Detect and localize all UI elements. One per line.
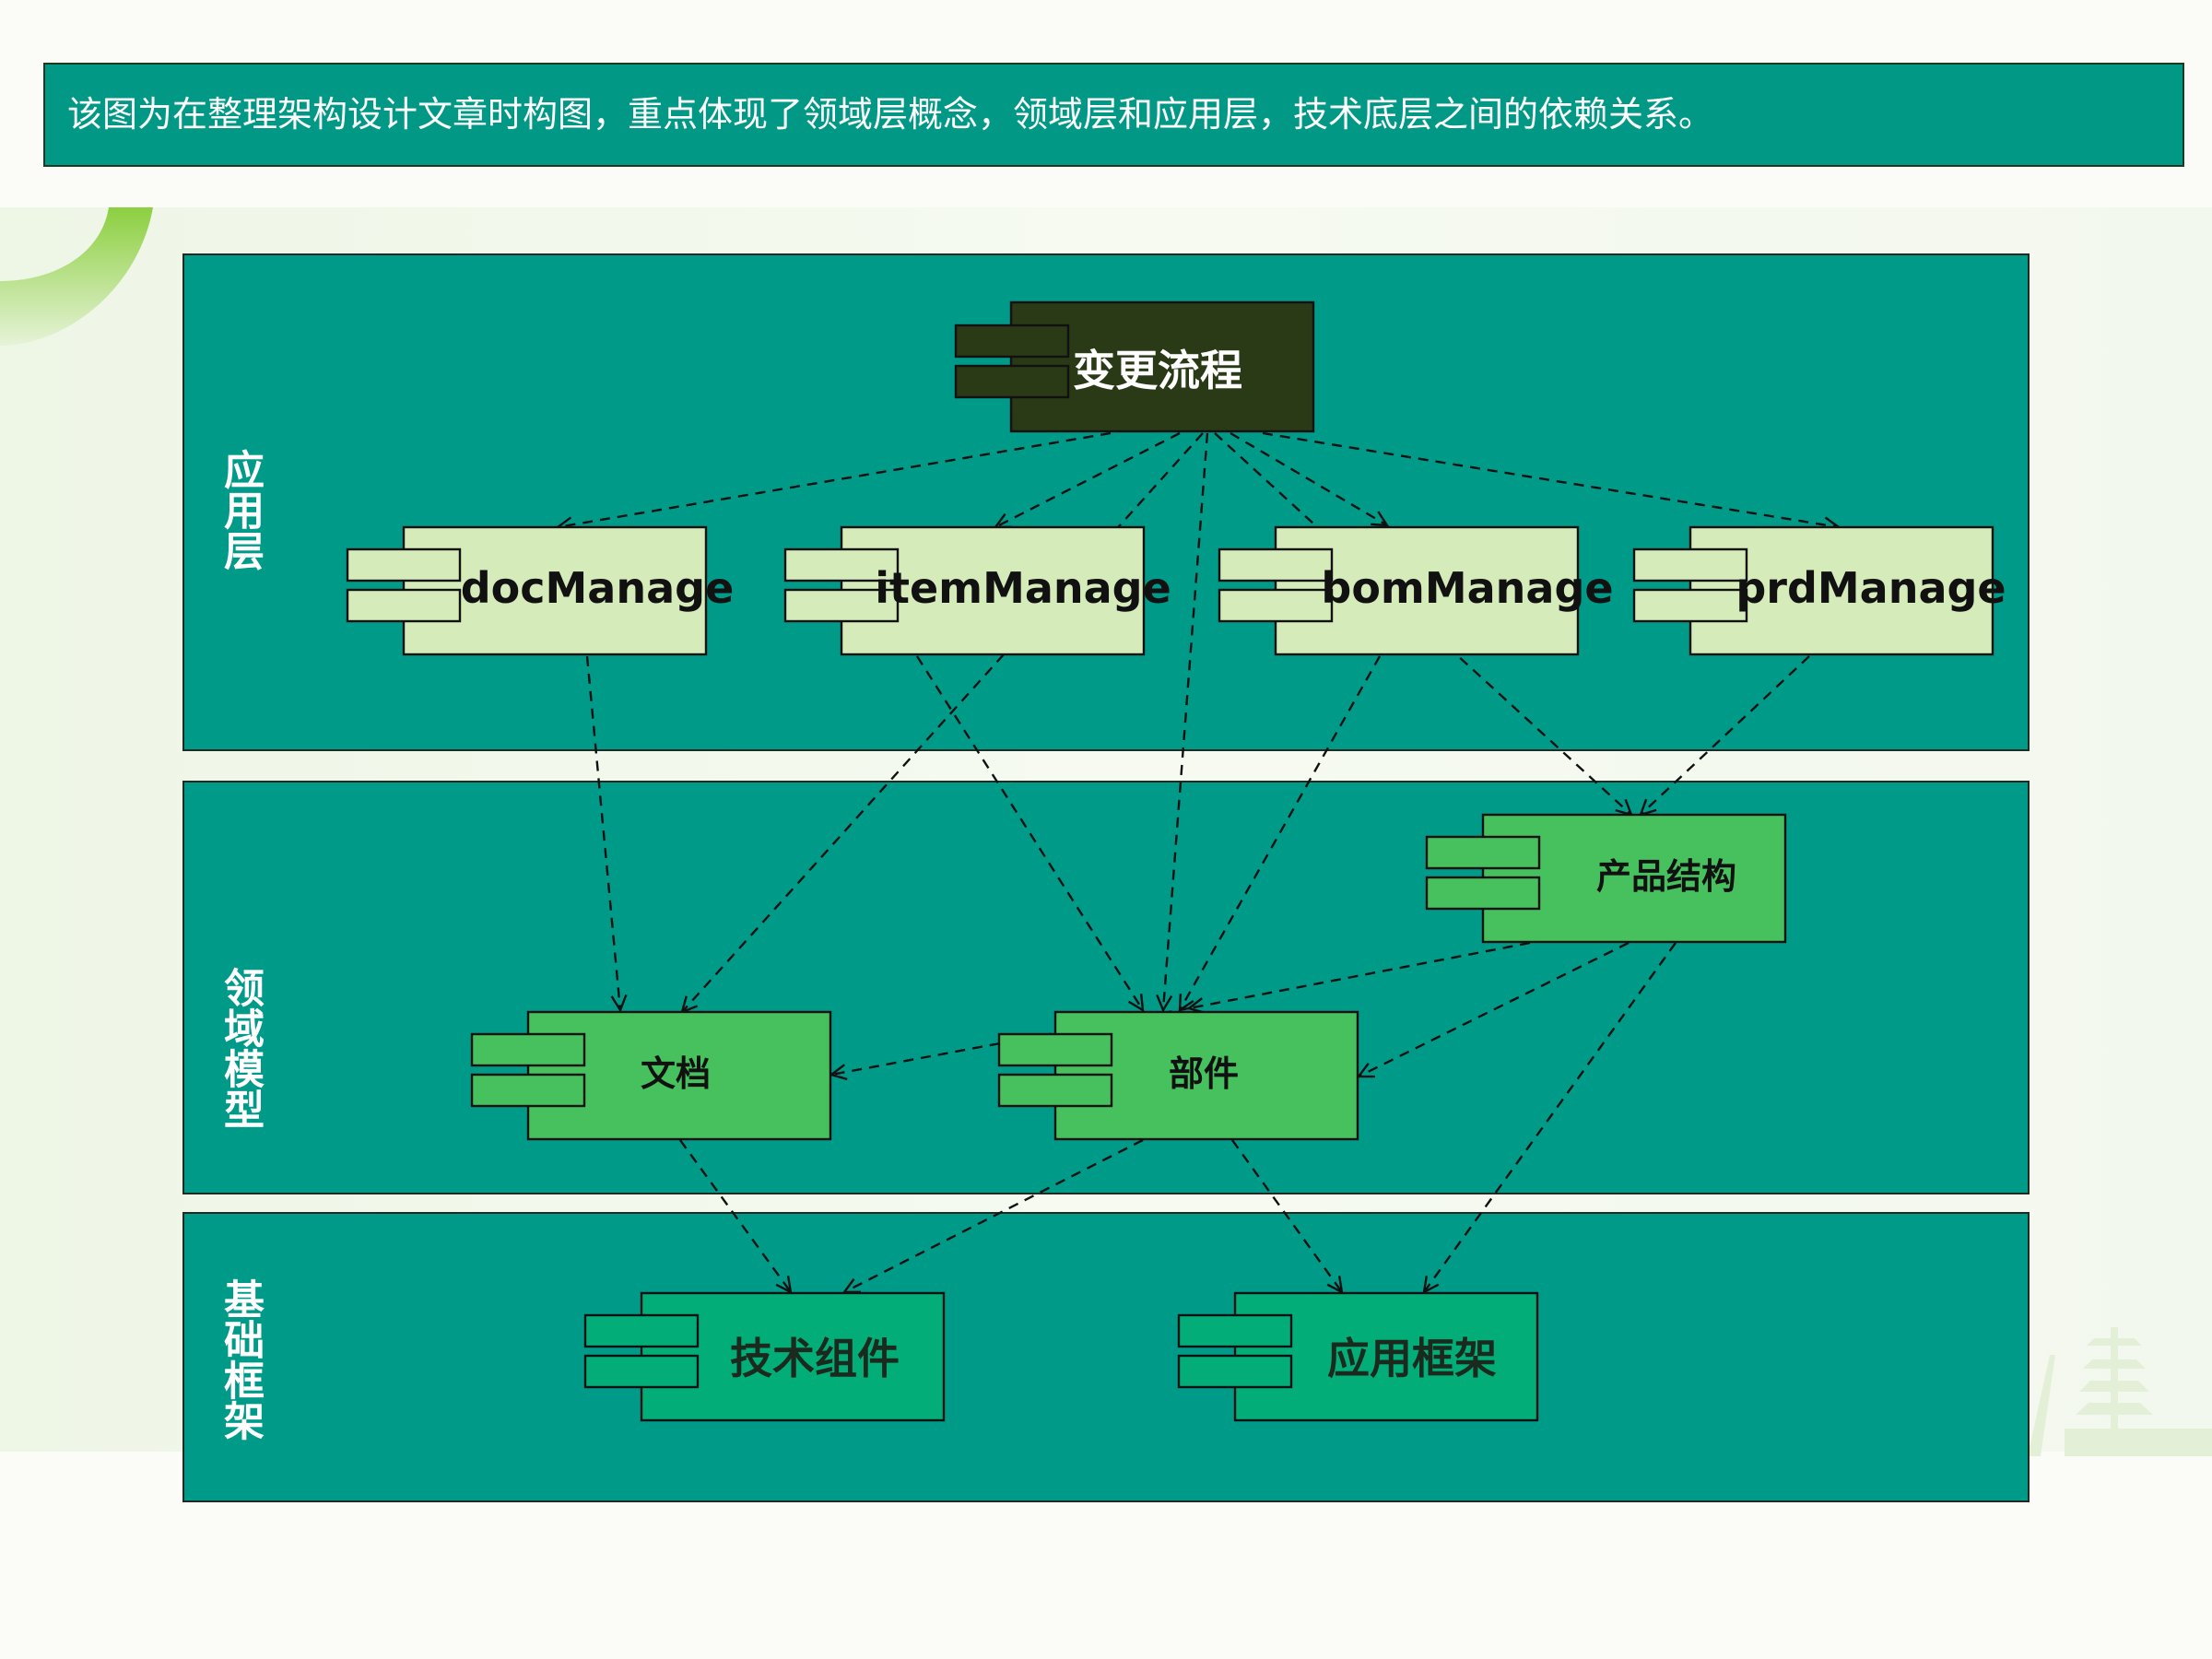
caption-text: 该图为在整理架构设计文章时构图，重点体现了领域层概念，领域层和应用层，技术底层之… [67,94,1714,135]
dep-prdmanage-to-product-structure [1641,655,1810,815]
dep-product-structure-to-app-framework [1424,942,1677,1292]
caption-banner: 该图为在整理架构设计文章时构图，重点体现了领域层概念，领域层和应用层，技术底层之… [43,63,2184,167]
document-label: 文档 [641,1053,711,1094]
dep-change-to-prdmanage [1262,431,1839,527]
tech-component-label: 技术组件 [730,1334,900,1383]
dep-product-structure-to-part-side [1359,941,1630,1077]
dep-change-to-bommanage [1230,431,1387,525]
application-layer-label: 应用层 [217,449,264,571]
dep-document-to-tech-component [679,1139,791,1292]
prdmanage-label: prdManage [1735,563,2006,613]
product-structure-label: 产品结构 [1596,856,1736,897]
bommanage-label: bomManage [1321,563,1613,613]
component-prdmanage: prdManage [1632,525,2006,656]
component-tech-component: 技术组件 [583,1291,946,1422]
component-bommanage: bomManage [1218,525,1614,656]
component-part: 部件 [997,1010,1359,1141]
dep-change-to-document [682,432,1204,1012]
component-product-structure: 产品结构 [1425,813,1787,944]
dep-bommanage-to-part [1180,655,1382,1010]
dep-product-structure-to-part [1189,941,1531,1008]
infrastructure-layer-label: 基础框架 [217,1278,264,1441]
infrastructure-layer-panel: 基础框架 [182,1212,2030,1502]
part-label: 部件 [1169,1053,1239,1094]
app-framework-label: 应用框架 [1327,1334,1497,1383]
domain-model-layer-label: 领域模型 [217,967,264,1129]
component-app-framework: 应用框架 [1177,1291,1539,1422]
component-docmanage: docManage [346,525,735,656]
dep-part-to-tech-component [844,1138,1144,1292]
decorative-swoosh [0,207,153,346]
change-flow-label: 变更流程 [1073,346,1242,395]
dep-part-to-app-framework [1231,1139,1342,1292]
dep-change-to-part [1163,432,1209,1010]
dep-docmanage-to-document [585,655,620,1010]
component-change-flow: 变更流程 [954,300,1315,433]
component-itemmanage: itemManage [783,525,1171,656]
dep-itemmanage-to-part [915,655,1143,1010]
itemmanage-label: itemManage [875,563,1171,613]
docmanage-label: docManage [461,563,735,613]
dep-change-to-docmanage [558,431,1112,527]
decorative-tower [2028,1327,2212,1456]
component-document: 文档 [470,1010,832,1141]
